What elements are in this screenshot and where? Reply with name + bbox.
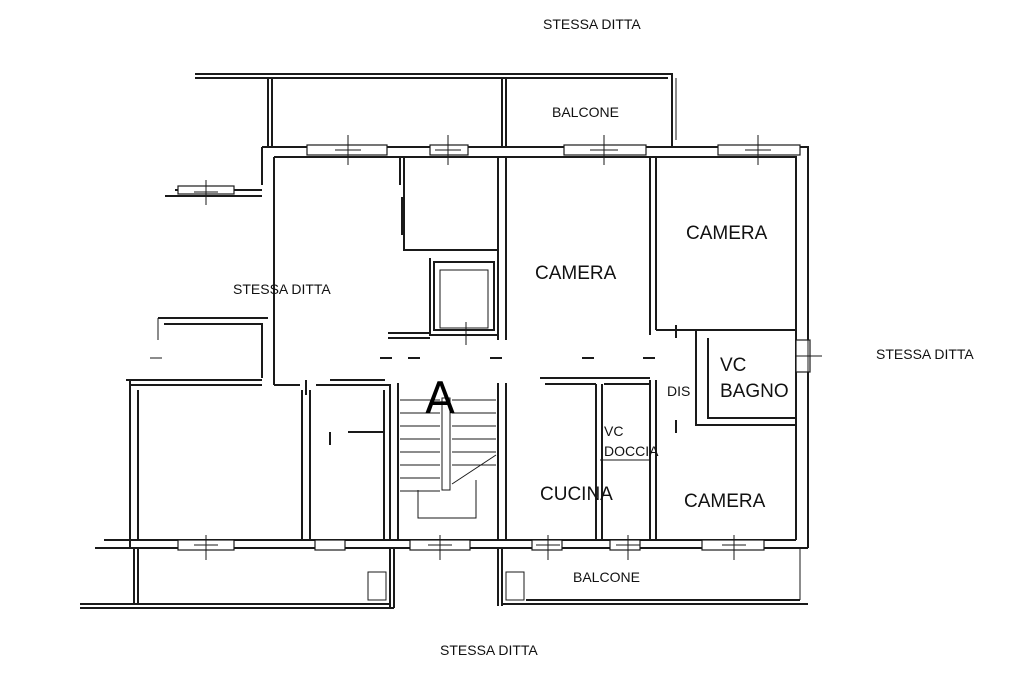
label-camera-bottom-right: CAMERA [684, 491, 766, 512]
label-vc-bagno-2: BAGNO [720, 381, 789, 402]
label-bottom-neighbor: STESSA DITTA [440, 642, 538, 658]
label-vc-bagno-1: VC [720, 355, 746, 376]
label-balcone-top: BALCONE [552, 104, 619, 120]
label-right-neighbor: STESSA DITTA [876, 346, 974, 362]
door-openings [305, 325, 677, 445]
label-camera-top-right: CAMERA [686, 223, 768, 244]
interior-walls [274, 157, 796, 540]
label-vc-doccia-2: DOCCIA [604, 443, 659, 459]
label-cucina: CUCINA [540, 484, 613, 505]
label-dis: DIS [667, 383, 690, 399]
section-marker-a: A [425, 373, 455, 424]
label-top-neighbor: STESSA DITTA [543, 16, 641, 32]
bottom-balcony [80, 548, 808, 609]
label-vc-doccia-1: VC [604, 423, 623, 439]
axis-crosses [194, 135, 822, 560]
perimeter-walls [95, 146, 809, 549]
label-camera-center: CAMERA [535, 263, 617, 284]
staircase [400, 397, 497, 519]
label-balcone-bottom: BALCONE [573, 569, 640, 585]
top-balcony [195, 73, 677, 147]
label-left-neighbor: STESSA DITTA [233, 281, 331, 297]
windows [177, 144, 811, 551]
